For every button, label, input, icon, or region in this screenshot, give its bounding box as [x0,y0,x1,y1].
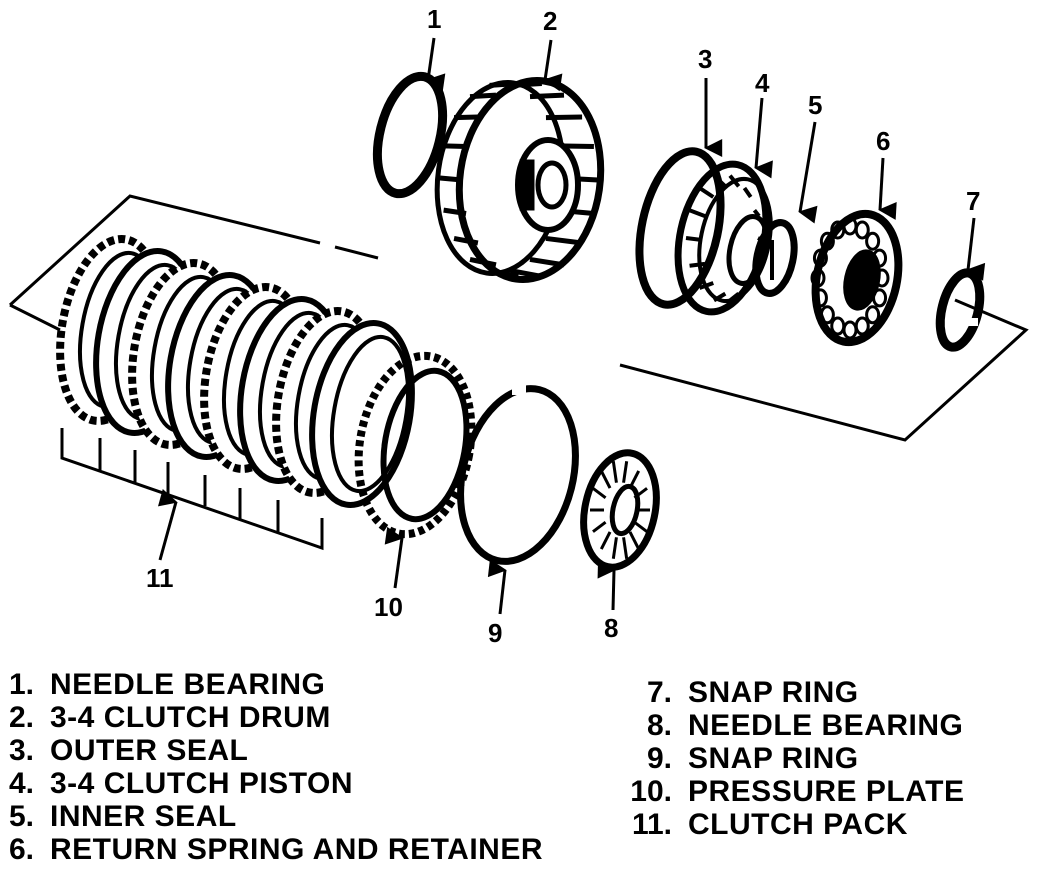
callout-2: 2 [543,6,558,36]
callout-9: 9 [488,618,503,648]
legend-item-2: 2. 3-4 CLUTCH DRUM [4,703,331,733]
leader-arrow-2 [543,39,563,92]
legend-number: 4. [8,767,34,800]
callout-10: 10 [374,592,403,622]
legend-text: SNAP RING [688,742,859,775]
leader-arrow-7 [966,217,986,281]
leader-arrow-6 [878,157,897,220]
legend-number: 7. [646,676,672,709]
legend-item-10: 10. PRESSURE PLATE [624,777,965,807]
callout-6: 6 [876,126,891,156]
legend-text: INNER SEAL [50,800,237,833]
leader-arrows [157,37,986,615]
leader-arrow-11 [157,489,178,561]
leader-arrow-5 [798,121,818,224]
legend-text: NEEDLE BEARING [688,709,964,742]
legend-number: 2. [8,701,34,734]
leader-arrow-10 [384,526,404,589]
callout-11: 11 [146,563,174,593]
legend-number: 10. [630,775,672,808]
part-5-inner-seal [752,219,798,297]
part-11-clutch-pack [56,235,415,508]
callout-3: 3 [698,44,713,74]
callout-7: 7 [966,186,981,216]
part-2-clutch-drum [434,76,605,284]
leader-arrow-9 [487,559,507,615]
assembly-outline [8,194,1029,442]
legend-number: 8. [646,709,672,742]
legend-item-4: 4. 3-4 CLUTCH PISTON [4,769,353,799]
part-3-outer-seal [635,147,725,309]
legend-item-3: 3. OUTER SEAL [4,736,248,766]
clutch-pack-bracket [60,428,324,551]
legend-item-5: 5. INNER SEAL [4,802,237,832]
part-1-needle-bearing [372,71,448,199]
legend-text: PRESSURE PLATE [688,775,965,808]
legend-text: 3-4 CLUTCH PISTON [50,767,353,800]
legend-text: SNAP RING [688,676,859,709]
legend-item-8: 8. NEEDLE BEARING [624,711,963,741]
legend-number: 3. [8,734,34,767]
legend-item-11: 11. CLUTCH PACK [624,810,908,840]
legend-item-9: 9. SNAP RING [624,744,859,774]
legend-number: 6. [8,833,34,866]
callout-5: 5 [808,90,823,120]
legend-number: 9. [646,742,672,775]
legend-item-1: 1. NEEDLE BEARING [4,670,325,700]
legend-text: OUTER SEAL [50,734,249,767]
part-6-return-spring-retainer [810,209,903,347]
part-8-needle-bearing [580,449,660,571]
legend-item-6: 6. RETURN SPRING AND RETAINER [4,835,543,865]
legend-number: 11. [631,808,672,841]
legend-number: 1. [8,668,34,701]
callout-8: 8 [604,613,619,643]
callout-1: 1 [427,4,442,34]
part-7-snap-ring [935,268,985,352]
legend-text: CLUTCH PACK [688,808,908,841]
leader-arrow-1 [426,37,446,92]
legend-number: 5. [8,800,34,833]
legend-text: 3-4 CLUTCH DRUM [50,701,331,734]
legend-text: RETURN SPRING AND RETAINER [50,833,544,866]
callout-4: 4 [755,68,770,98]
leader-arrow-4 [754,97,773,179]
leader-arrow-8 [597,560,616,611]
legend-text: NEEDLE BEARING [50,668,326,701]
legend-item-7: 7. SNAP RING [624,678,859,708]
